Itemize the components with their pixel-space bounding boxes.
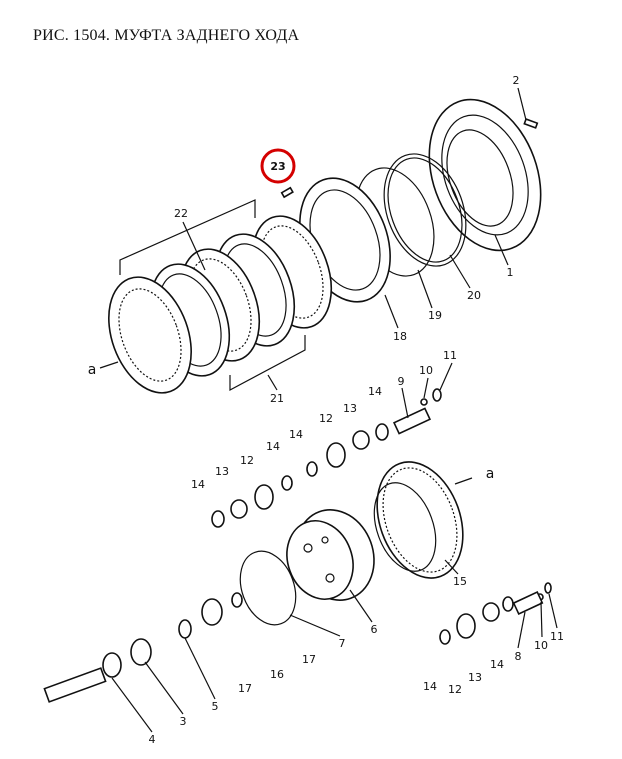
callout-3: 3 xyxy=(180,715,187,728)
part-ring-20 xyxy=(383,153,467,267)
callout-15: 15 xyxy=(453,575,467,588)
callout-20: 20 xyxy=(467,289,481,302)
callout-12: 12 xyxy=(319,412,333,425)
callout-14: 14 xyxy=(191,478,205,491)
part-ring-gear-15 xyxy=(373,461,464,579)
callout-18: 18 xyxy=(393,330,407,343)
callout-14: 14 xyxy=(368,385,382,398)
part-disc-pack xyxy=(108,199,333,394)
callout-14: 14 xyxy=(423,680,437,693)
callout-7: 7 xyxy=(339,637,346,650)
callout-1: 1 xyxy=(507,266,514,279)
part-housing xyxy=(428,98,542,252)
callout-17: 17 xyxy=(302,653,316,666)
callout-14: 14 xyxy=(266,440,280,453)
callout-8: 8 xyxy=(515,650,522,663)
callout-a: a xyxy=(88,362,97,378)
part-small-components xyxy=(43,388,552,703)
callout-13: 13 xyxy=(215,465,229,478)
highlight-circle xyxy=(260,148,296,184)
part-pin-23 xyxy=(280,186,294,199)
callout-4: 4 xyxy=(149,733,156,746)
callout-11: 11 xyxy=(443,349,457,362)
callout-12: 12 xyxy=(240,454,254,467)
part-carrier-6 xyxy=(286,509,375,601)
callout-6: 6 xyxy=(371,623,378,636)
callout-12: 12 xyxy=(448,683,462,696)
callout-14: 14 xyxy=(490,658,504,671)
callout-16: 16 xyxy=(270,668,284,681)
callout-10: 10 xyxy=(534,639,548,652)
callout-a: a xyxy=(486,466,495,482)
callout-17: 17 xyxy=(238,682,252,695)
callout-22: 22 xyxy=(174,207,188,220)
callout-23: 23 xyxy=(270,160,285,173)
callout-10: 10 xyxy=(419,364,433,377)
leader-lines xyxy=(99,87,558,733)
callout-5: 5 xyxy=(212,700,219,713)
callout-13: 13 xyxy=(468,671,482,684)
callout-14: 14 xyxy=(289,428,303,441)
callout-13: 13 xyxy=(343,402,357,415)
callout-9: 9 xyxy=(398,375,405,388)
part-ring-7 xyxy=(239,550,297,626)
callout-21: 21 xyxy=(270,392,284,405)
callout-11: 11 xyxy=(550,630,564,643)
figure-title: РИС. 1504. МУФТА ЗАДНЕГО ХОДА xyxy=(33,27,300,44)
callout-19: 19 xyxy=(428,309,442,322)
callout-2: 2 xyxy=(513,74,520,87)
